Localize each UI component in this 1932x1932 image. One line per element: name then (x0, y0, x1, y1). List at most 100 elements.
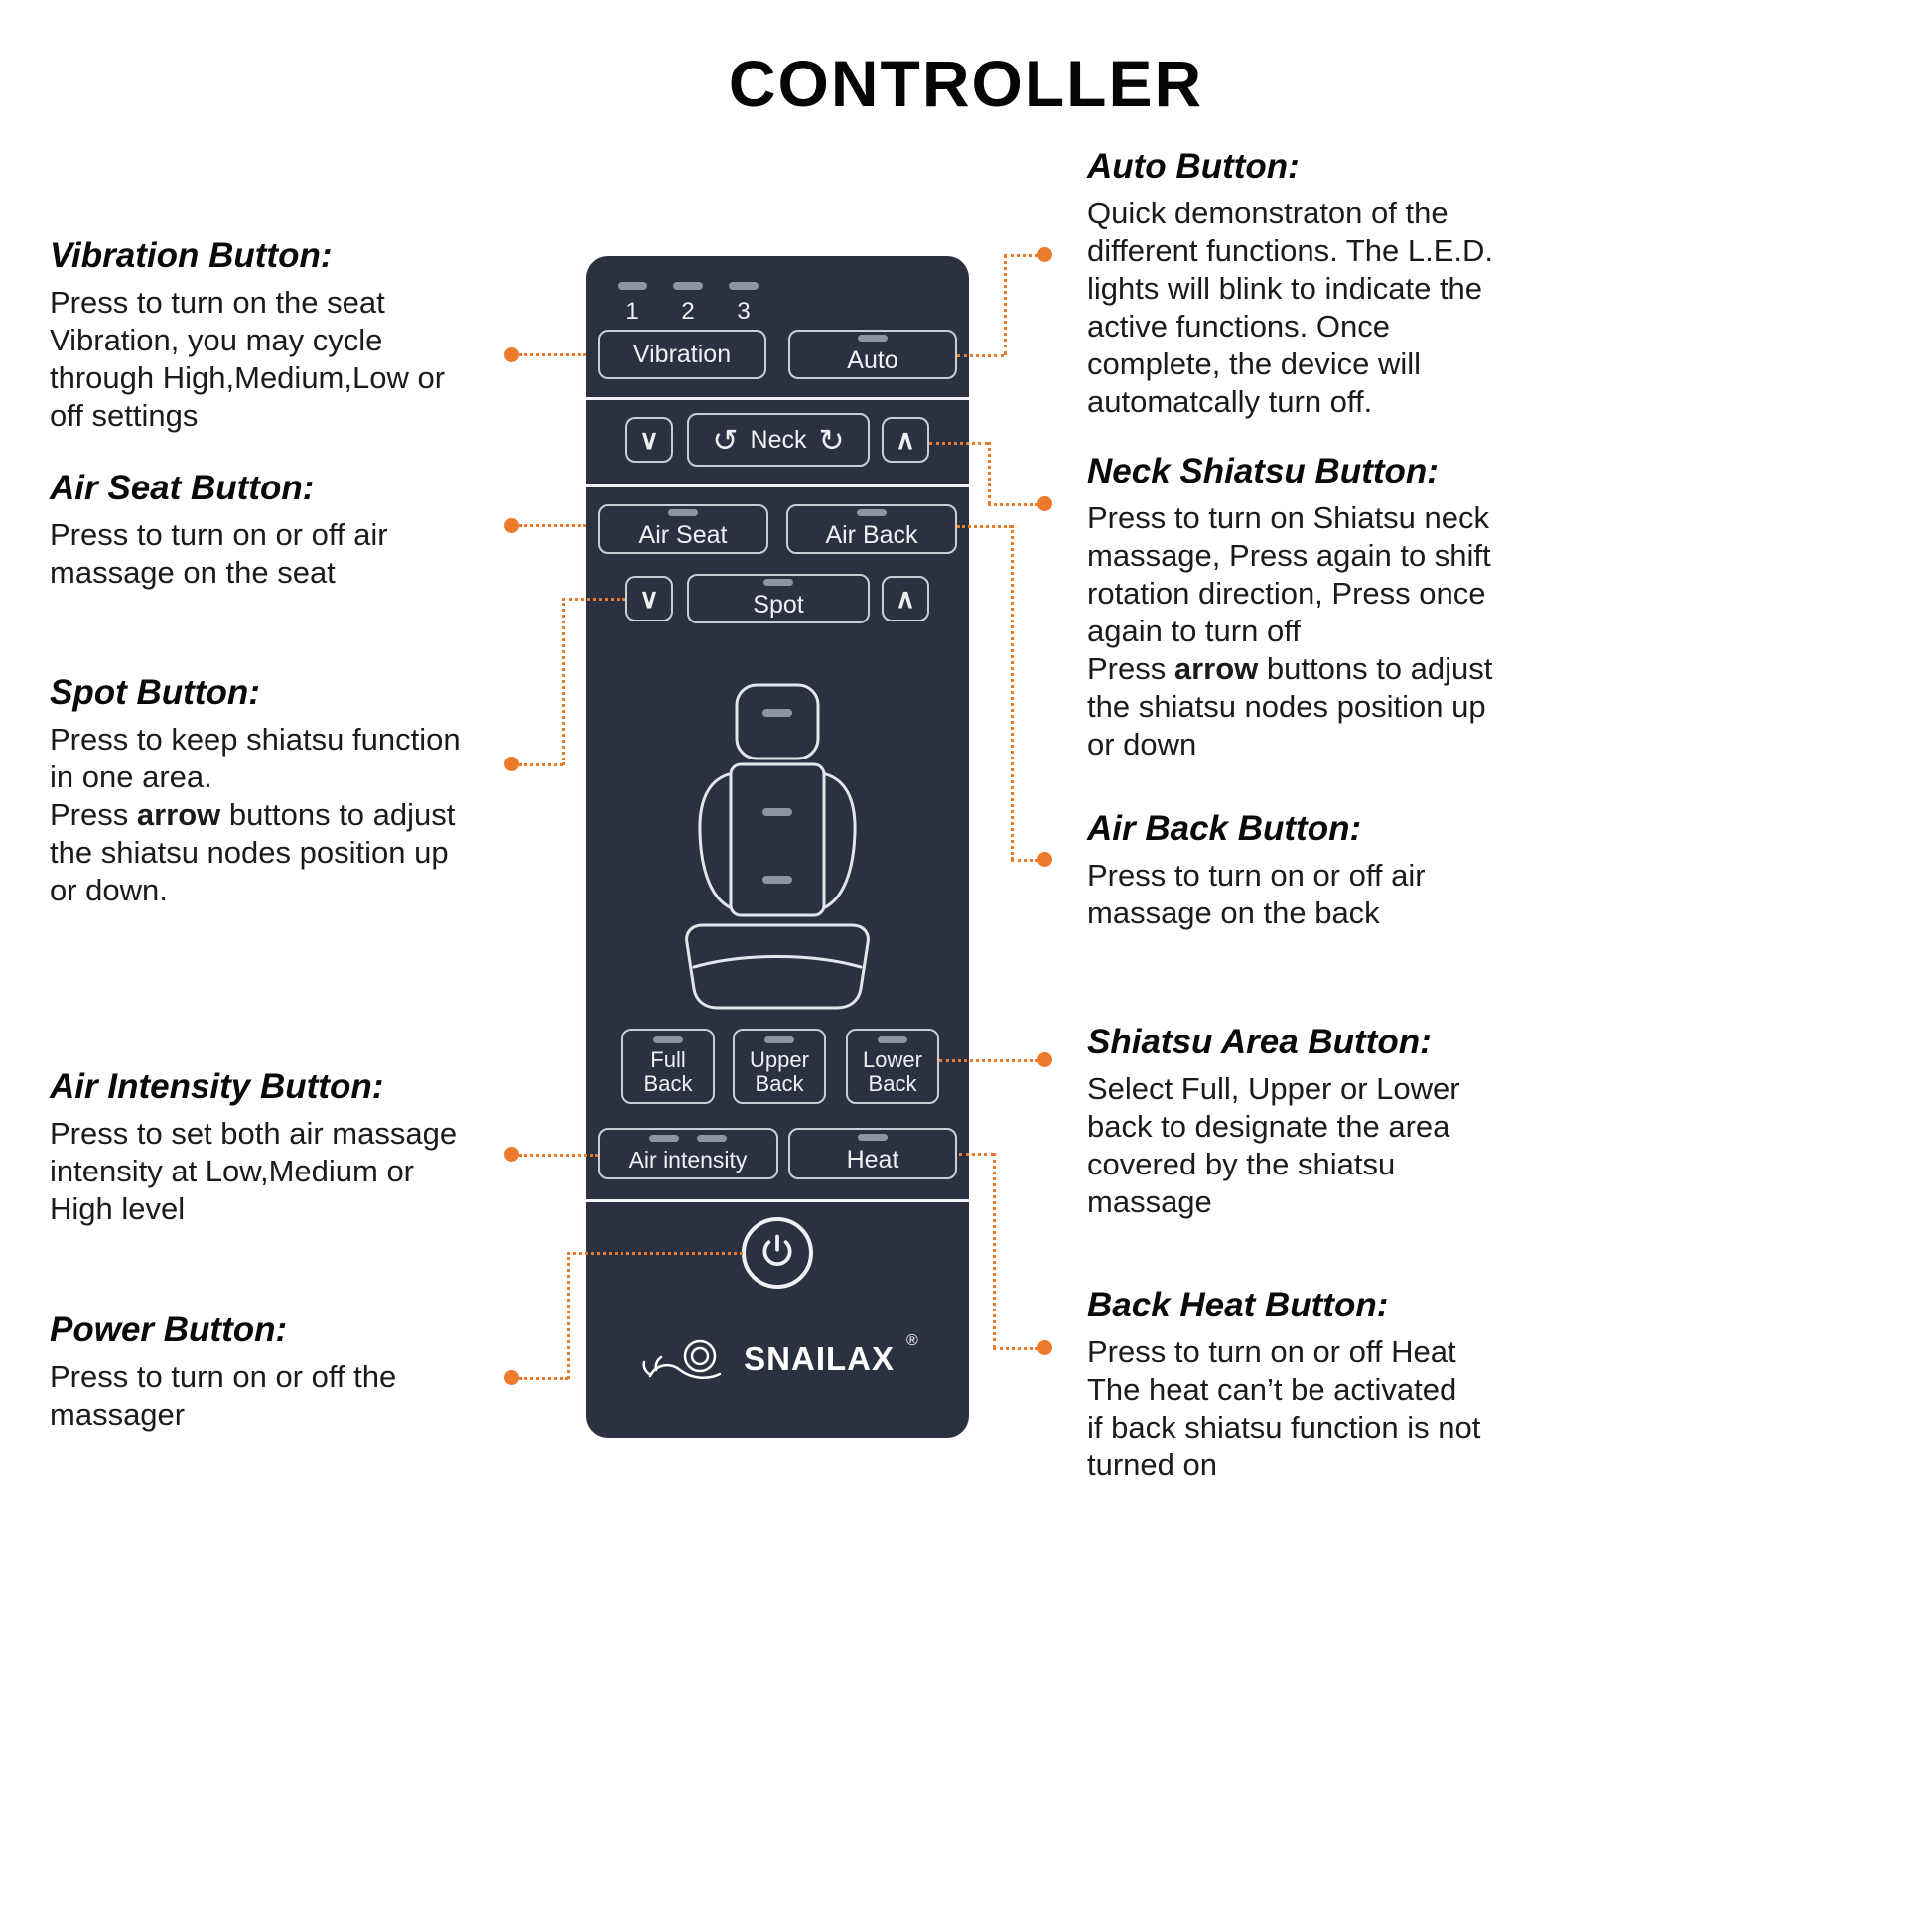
upper-back-button-label: Upper Back (750, 1047, 809, 1096)
note-shiatsu-area-body: Select Full, Upper or Lower back to desi… (1087, 1071, 1460, 1219)
air-seat-led (668, 508, 698, 516)
note-air-seat-body: Press to turn on or off air massage on t… (50, 517, 388, 590)
air-back-led (857, 508, 887, 516)
snail-icon (642, 1339, 722, 1379)
leader-line-power (567, 1252, 743, 1255)
leader-dot-neck (1037, 496, 1052, 511)
air-back-button-label: Air Back (825, 520, 918, 549)
note-vibration-body: Press to turn on the seat Vibration, you… (50, 285, 446, 433)
heat-led (858, 1133, 888, 1141)
heat-button-label: Heat (846, 1145, 899, 1173)
note-power-body: Press to turn on or off the massager (50, 1359, 397, 1432)
chevron-down-icon: ∨ (639, 424, 659, 455)
brand-logo: SNAILAX ® (586, 1330, 969, 1388)
leader-line-neck (988, 442, 991, 504)
leader-line-air-back (1011, 859, 1038, 862)
registered-mark: ® (906, 1332, 918, 1349)
note-neck-shiatsu-body: Press to turn on Shiatsu neck massage, P… (1087, 500, 1493, 761)
neck-button-label: Neck (750, 425, 807, 454)
vibration-led-1 (618, 282, 647, 290)
divider (586, 484, 969, 487)
note-air-seat: Air Seat Button: Press to turn on or off… (50, 469, 532, 592)
leader-line-power (567, 1252, 570, 1379)
leader-dot-spot (504, 757, 519, 771)
leader-line-air-intensity (519, 1154, 598, 1157)
rotate-cw-icon: ↻ (818, 422, 845, 458)
leader-dot-back-heat (1037, 1340, 1052, 1355)
power-icon (762, 1234, 792, 1266)
leader-line-air-back (957, 525, 1012, 528)
air-intensity-leds (649, 1134, 727, 1142)
note-air-back-heading: Air Back Button: (1087, 809, 1362, 848)
note-neck-shiatsu-heading: Neck Shiatsu Button: (1087, 452, 1439, 490)
chevron-up-icon: ∧ (896, 583, 915, 614)
leader-dot-power (504, 1370, 519, 1385)
air-intensity-button: Air intensity (598, 1128, 778, 1179)
note-air-back-body: Press to turn on or off air massage on t… (1087, 858, 1426, 930)
note-power-heading: Power Button: (50, 1311, 288, 1349)
leader-dot-air-intensity (504, 1147, 519, 1162)
leader-line-vibration (519, 353, 586, 356)
leader-line-back-heat (993, 1347, 1038, 1350)
note-vibration-heading: Vibration Button: (50, 236, 333, 275)
spot-button: Spot (687, 574, 870, 623)
leader-line-neck (988, 503, 1038, 506)
heat-button: Heat (788, 1128, 957, 1179)
note-spot: Spot Button: Press to keep shiatsu funct… (50, 673, 532, 909)
vibration-button: Vibration (598, 330, 766, 379)
power-button (742, 1217, 813, 1289)
lower-back-button: Lower Back (846, 1029, 939, 1104)
lower-back-button-label: Lower Back (863, 1047, 922, 1096)
vibration-button-label: Vibration (632, 340, 732, 368)
divider (586, 397, 969, 400)
leader-line-spot (519, 763, 563, 766)
page-title: CONTROLLER (728, 47, 1204, 120)
leader-line-back-heat (993, 1153, 996, 1348)
seat-node-upper-back (762, 808, 792, 816)
note-auto-body: Quick demonstraton of the different func… (1087, 196, 1493, 419)
full-back-button: Full Back (621, 1029, 715, 1104)
leader-dot-air-back (1037, 852, 1052, 867)
note-back-heat: Back Heat Button: Press to turn on or of… (1087, 1286, 1570, 1484)
leader-line-auto (1004, 254, 1007, 355)
leader-dot-vibration (504, 347, 519, 362)
leader-dot-air-seat (504, 518, 519, 533)
spot-button-label: Spot (753, 590, 804, 619)
leader-line-spot (562, 598, 625, 601)
seat-node-headrest (762, 709, 792, 717)
air-back-button: Air Back (786, 504, 957, 554)
note-shiatsu-area-heading: Shiatsu Area Button: (1087, 1023, 1432, 1061)
note-back-heat-body: Press to turn on or off Heat The heat ca… (1087, 1334, 1481, 1482)
note-auto: Auto Button: Quick demonstraton of the d… (1087, 147, 1570, 421)
note-back-heat-heading: Back Heat Button: (1087, 1286, 1389, 1324)
air-seat-button: Air Seat (598, 504, 768, 554)
note-shiatsu-area: Shiatsu Area Button: Select Full, Upper … (1087, 1023, 1570, 1221)
chevron-down-icon: ∨ (639, 583, 659, 614)
note-spot-heading: Spot Button: (50, 673, 260, 712)
full-back-led (653, 1036, 683, 1043)
full-back-button-label: Full Back (643, 1047, 693, 1096)
spot-down-button: ∨ (625, 576, 673, 621)
note-power: Power Button: Press to turn on or off th… (50, 1311, 532, 1434)
divider (586, 1199, 969, 1202)
note-neck-shiatsu: Neck Shiatsu Button: Press to turn on Sh… (1087, 452, 1570, 763)
leader-line-shiatsu-area (939, 1059, 1038, 1062)
vibration-led-2 (673, 282, 703, 290)
note-auto-heading: Auto Button: (1087, 147, 1300, 186)
brand-name: SNAILAX (744, 1340, 896, 1377)
auto-button-label: Auto (847, 345, 898, 374)
controller-remote: 1 2 3 Vibration Auto ∨ ↺ Neck ↻ ∧ Air Se… (586, 256, 969, 1438)
chevron-up-icon: ∧ (896, 424, 915, 455)
upper-back-button: Upper Back (733, 1029, 826, 1104)
led-number-1: 1 (625, 298, 639, 325)
leader-line-neck (929, 442, 988, 445)
auto-led (858, 334, 888, 342)
led-number-2: 2 (681, 298, 695, 325)
vibration-led-3 (729, 282, 759, 290)
leader-line-spot (562, 598, 565, 765)
leader-line-air-seat (519, 524, 586, 527)
neck-down-button: ∨ (625, 417, 673, 463)
upper-back-led (764, 1036, 794, 1043)
note-air-intensity: Air Intensity Button: Press to set both … (50, 1067, 532, 1228)
auto-button: Auto (788, 330, 957, 379)
